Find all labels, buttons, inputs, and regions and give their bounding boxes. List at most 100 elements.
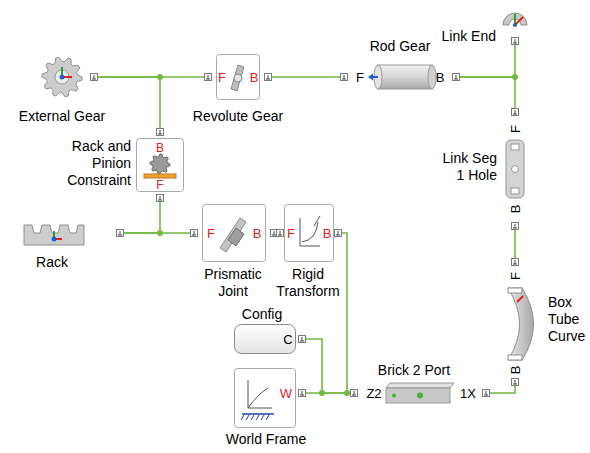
port-label: F [287, 225, 295, 242]
block: Brick 2 PortZ21X [350, 380, 490, 406]
block-frame [217, 55, 260, 100]
connection-line [272, 76, 340, 78]
block-label: Revolute Gear [193, 108, 283, 125]
rack-shape [24, 225, 84, 245]
block-label: External Gear [19, 108, 105, 125]
brick-dot [417, 393, 423, 399]
block: Link Seg 1 HoleFB [503, 108, 527, 230]
port-symbol [266, 75, 270, 79]
block: ConfigC [234, 324, 306, 354]
block: Box Tube CurveFB [495, 258, 545, 386]
block: Rigid TransformFB [276, 204, 342, 262]
port-square [512, 109, 519, 116]
block-label: Box Tube Curve [548, 294, 589, 345]
port-square [299, 336, 306, 343]
block: World FrameW [234, 368, 306, 428]
block: Rod GearFB [340, 60, 460, 94]
junction-dot [344, 390, 350, 396]
port-label: B [436, 69, 445, 86]
block-icon [190, 204, 278, 262]
ground-hatch [246, 415, 249, 420]
junction-dot [512, 74, 518, 80]
port-symbol [513, 39, 517, 43]
block-icon [204, 53, 272, 101]
connection-line [490, 386, 515, 393]
port-label: B [323, 225, 332, 242]
tube-end [508, 355, 522, 360]
port-label: 1X [460, 385, 476, 402]
port-label: B [507, 205, 524, 214]
ground-hatch [251, 415, 254, 420]
port-symbol [513, 224, 517, 228]
junction-dot [157, 74, 163, 80]
connection-line [342, 233, 350, 393]
block-icon [234, 368, 306, 428]
connection-line [306, 392, 350, 394]
port-label: B [507, 366, 524, 375]
brick-dot [392, 394, 396, 398]
port-symbol [513, 110, 517, 114]
cylinder-cap [428, 65, 436, 89]
port-symbol [352, 391, 356, 395]
port-square [483, 390, 490, 397]
port-square [191, 230, 198, 237]
connection-line [514, 230, 516, 258]
connection-line [124, 202, 160, 233]
block-frame [285, 205, 334, 262]
port-symbol [278, 231, 282, 235]
port-symbol [300, 391, 304, 395]
ground-hatch [266, 415, 269, 420]
port-symbol [272, 231, 276, 235]
block-label: World Frame [226, 431, 307, 448]
port-square [453, 74, 460, 81]
joint-pin [234, 74, 242, 82]
block: Prismatic JointFB [190, 204, 278, 262]
axis-line [300, 246, 320, 247]
block-label: Rack [36, 254, 68, 271]
port-label: F [507, 125, 524, 133]
cylinder-body [378, 65, 432, 89]
port-label: F [356, 69, 364, 86]
block: Rack [22, 219, 124, 247]
brick-body [386, 388, 450, 403]
ground-hatch [256, 415, 259, 420]
port-symbol [336, 231, 340, 235]
port-square [117, 230, 124, 237]
link-hole [512, 166, 519, 173]
port-label: B [253, 225, 262, 242]
slider-rail [220, 218, 246, 252]
block: Revolute GearFB [204, 53, 272, 101]
block-icon [38, 55, 98, 99]
port-label: F [207, 225, 215, 242]
axis-curve [248, 388, 268, 408]
port-square [265, 74, 272, 81]
port-symbol [206, 75, 210, 79]
port-square [299, 390, 306, 397]
link-notch [511, 188, 519, 194]
block-label: Brick 2 Port [378, 362, 450, 379]
frame-arrow-head [368, 74, 373, 81]
block: External Gear [38, 55, 98, 99]
port-symbol [513, 260, 517, 264]
port-symbol [454, 75, 458, 79]
tube-end [508, 288, 522, 293]
ground-hatch [241, 415, 244, 420]
port-label: W [280, 385, 292, 402]
port-label: B [250, 69, 259, 86]
block-frame [235, 369, 296, 428]
port-square [91, 74, 98, 81]
ground-hatch [261, 415, 264, 420]
block-frame [203, 205, 266, 262]
axis-z [513, 23, 517, 27]
transform-arrow [302, 222, 318, 242]
port-square [512, 379, 519, 386]
block-label: Rigid Transform [273, 266, 343, 300]
joint-arm [231, 65, 244, 91]
port-symbol [158, 130, 162, 134]
port-label: C [283, 331, 292, 348]
frame-arrow [517, 296, 523, 302]
port-symbol [92, 75, 96, 79]
port-label: Z2 [366, 385, 381, 402]
slider-block [228, 228, 244, 246]
